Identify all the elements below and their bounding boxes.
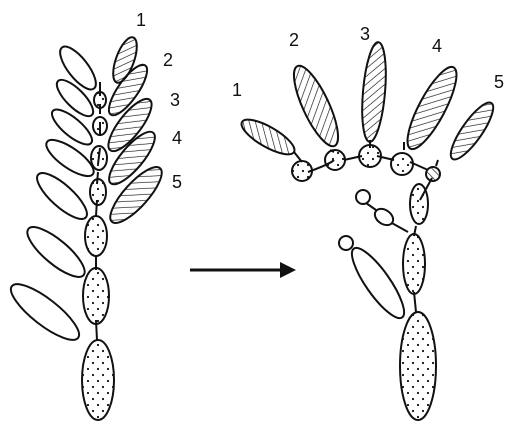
left-sterile-appendage: [4, 276, 86, 348]
right-side-appendage: [344, 242, 412, 325]
right-label-4: 4: [432, 36, 442, 56]
right-label-1: 1: [232, 80, 242, 100]
right-label-3: 3: [360, 24, 370, 44]
right-axis-segment: [403, 234, 425, 294]
left-axis-segment: [82, 340, 114, 420]
left-axis-segment: [93, 117, 107, 135]
right-hatched-branch-5: [444, 97, 499, 164]
left-label-4: 4: [172, 128, 182, 148]
right-axis-segment: [400, 312, 436, 420]
left-label-5: 5: [172, 172, 182, 192]
right-hatched-branch-3: [359, 41, 390, 143]
right-hatched-branch-2: [286, 61, 347, 152]
right-label-2: 2: [289, 30, 299, 50]
right-arc-segment: [325, 150, 345, 170]
right-hatched-bud: [426, 167, 440, 181]
right-axis-segment: [410, 184, 428, 224]
left-label-3: 3: [170, 90, 180, 110]
left-axis-segment: [90, 179, 106, 205]
right-label-5: 5: [494, 72, 504, 92]
left-axis-segment: [91, 146, 107, 170]
left-label-2: 2: [163, 50, 173, 70]
left-axis-segment: [83, 268, 109, 324]
transformation-arrow: [190, 262, 296, 278]
right-arc-segment: [292, 161, 312, 181]
left-axis-segment: [85, 216, 107, 256]
right-hatched-branch-1: [237, 113, 299, 160]
left-branching-structure: [4, 34, 169, 420]
left-label-1: 1: [136, 10, 146, 30]
right-branching-structure: [237, 41, 500, 420]
right-side-bud: [339, 236, 353, 250]
left-sterile-appendage: [21, 220, 92, 285]
right-side-bud: [356, 190, 370, 204]
right-arc-segment: [391, 153, 413, 175]
left-axis-segment: [94, 92, 106, 108]
right-arc-segment: [359, 145, 381, 167]
